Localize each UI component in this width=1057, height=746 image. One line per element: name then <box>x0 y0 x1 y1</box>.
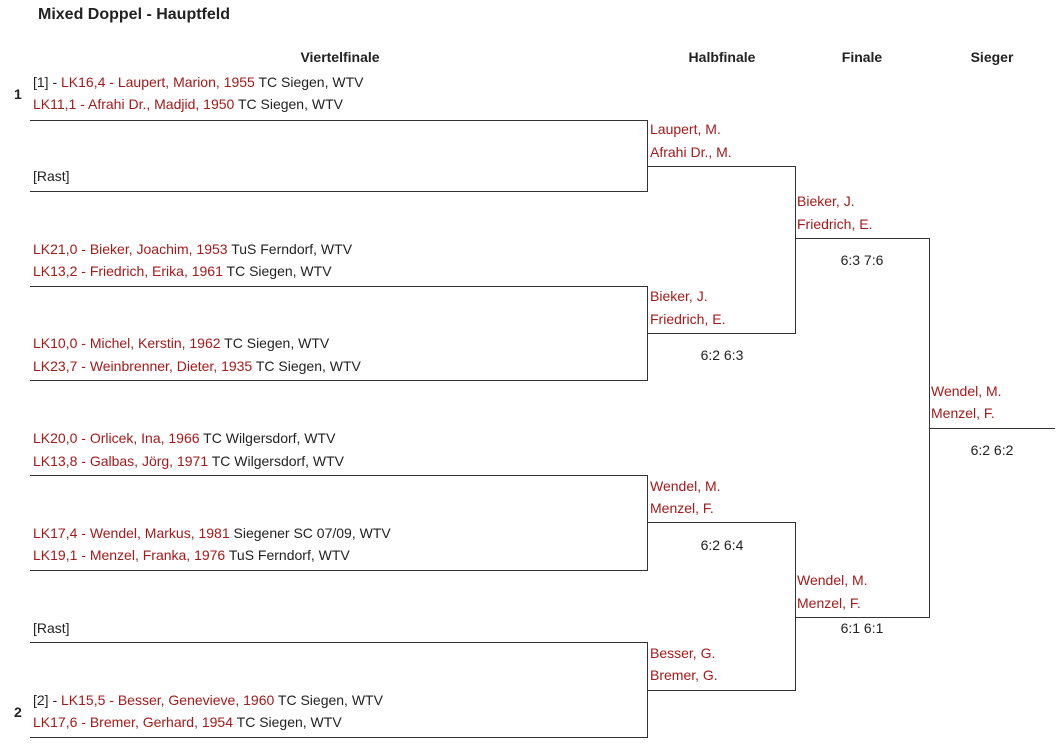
bracket-line <box>30 191 648 192</box>
bracket-line <box>30 570 648 571</box>
player-link[interactable]: Friedrich, E. <box>797 216 873 232</box>
winner-player-link[interactable]: Menzel, F. <box>931 405 995 421</box>
bracket-line <box>795 238 930 239</box>
match-score: 6:3 7:6 <box>840 252 884 268</box>
bracket-line <box>30 286 648 287</box>
player-link[interactable]: LK19,1 - Menzel, Franka, 1976 <box>33 547 226 563</box>
club-label: TC Siegen, WTV <box>234 96 343 112</box>
bracket-line <box>647 475 648 571</box>
bracket-line <box>647 166 796 167</box>
player-link[interactable]: Laupert, M. <box>650 121 721 137</box>
match-score: 6:2 6:4 <box>700 537 744 553</box>
qf-entry: LK11,1 - Afrahi Dr., Madjid, 1950 TC Sie… <box>33 96 343 112</box>
player-link[interactable]: LK16,4 - Laupert, Marion, 1955 <box>61 74 255 90</box>
club-label: TC Siegen, WTV <box>222 263 332 279</box>
qf-entry: [2] - LK15,5 - Besser, Genevieve, 1960 T… <box>33 692 383 708</box>
bracket-line <box>30 737 648 738</box>
bracket-line <box>30 120 648 121</box>
club-label: Siegener SC 07/09, WTV <box>229 525 391 541</box>
seed-number-bottom: 2 <box>14 704 22 720</box>
qf-entry: LK13,8 - Galbas, Jörg, 1971 TC Wilgersdo… <box>33 453 344 469</box>
match-score: 6:1 6:1 <box>840 620 884 636</box>
player-link[interactable]: Bieker, J. <box>797 193 855 209</box>
club-label: TuS Ferndorf, WTV <box>227 241 353 257</box>
bracket-line <box>647 333 796 334</box>
player-link[interactable]: Wendel, M. <box>650 478 721 494</box>
bracket-line <box>795 166 796 334</box>
qf-entry: LK10,0 - Michel, Kerstin, 1962 TC Siegen… <box>33 335 329 351</box>
bracket-line <box>30 380 648 381</box>
player-link[interactable]: Menzel, F. <box>650 500 714 516</box>
seed-number-top: 1 <box>14 86 22 102</box>
club-label: TC Siegen, WTV <box>220 335 330 351</box>
bracket-line <box>647 120 648 192</box>
winner-player-link[interactable]: Wendel, M. <box>931 383 1002 399</box>
qf-entry: LK19,1 - Menzel, Franka, 1976 TuS Ferndo… <box>33 547 350 563</box>
round-header-winner: Sieger <box>970 49 1014 65</box>
player-link[interactable]: LK13,8 - Galbas, Jörg, 1971 <box>33 453 209 469</box>
club-label: TuS Ferndorf, WTV <box>225 547 350 563</box>
player-link[interactable]: Bieker, J. <box>650 288 708 304</box>
qf-entry: LK20,0 - Orlicek, Ina, 1966 TC Wilgersdo… <box>33 430 335 446</box>
player-link[interactable]: Friedrich, E. <box>650 311 726 327</box>
qf-entry: LK23,7 - Weinbrenner, Dieter, 1935 TC Si… <box>33 358 361 374</box>
seed-label: [1] - <box>33 74 62 90</box>
bracket-line <box>647 690 796 691</box>
player-link[interactable]: LK11,1 - Afrahi Dr., Madjid, 1950 <box>33 96 235 112</box>
club-label: TC Siegen, WTV <box>254 74 364 90</box>
player-link[interactable]: Wendel, M. <box>797 572 868 588</box>
bracket-line <box>795 522 796 691</box>
match-score: 6:2 6:3 <box>700 347 744 363</box>
player-link[interactable]: LK15,5 - Besser, Genevieve, 1960 <box>61 692 275 708</box>
qf-entry: LK13,2 - Friedrich, Erika, 1961 TC Siege… <box>33 263 332 279</box>
bracket-line <box>30 475 648 476</box>
player-link[interactable]: LK17,6 - Bremer, Gerhard, 1954 <box>33 714 233 730</box>
bracket-line <box>929 428 1055 429</box>
round-header-semifinal: Halbfinale <box>688 49 756 65</box>
player-link[interactable]: Afrahi Dr., M. <box>650 144 732 160</box>
club-label: TC Wilgersdorf, WTV <box>208 453 344 469</box>
player-link[interactable]: Bremer, G. <box>650 667 718 683</box>
round-header-final: Finale <box>841 49 883 65</box>
player-link[interactable]: Menzel, F. <box>797 595 861 611</box>
club-label: TC Siegen, WTV <box>274 692 383 708</box>
player-link[interactable]: LK13,2 - Friedrich, Erika, 1961 <box>33 263 223 279</box>
bye-label: [Rast] <box>33 168 70 184</box>
bracket-line <box>30 642 648 643</box>
qf-entry: LK21,0 - Bieker, Joachim, 1953 TuS Fernd… <box>33 241 352 257</box>
club-label: TC Siegen, WTV <box>233 714 342 730</box>
bye-label: [Rast] <box>33 620 70 636</box>
player-link[interactable]: LK21,0 - Bieker, Joachim, 1953 <box>33 241 228 257</box>
player-link[interactable]: Besser, G. <box>650 645 716 661</box>
qf-entry: [1] - LK16,4 - Laupert, Marion, 1955 TC … <box>33 74 363 90</box>
bracket-line <box>647 522 796 523</box>
player-link[interactable]: LK10,0 - Michel, Kerstin, 1962 <box>33 335 221 351</box>
page-title: Mixed Doppel - Hauptfeld <box>38 6 230 23</box>
player-link[interactable]: LK23,7 - Weinbrenner, Dieter, 1935 <box>33 358 253 374</box>
club-label: TC Siegen, WTV <box>252 358 361 374</box>
qf-entry: LK17,6 - Bremer, Gerhard, 1954 TC Siegen… <box>33 714 342 730</box>
match-score: 6:2 6:2 <box>970 442 1014 458</box>
seed-label: [2] - <box>33 692 62 708</box>
player-link[interactable]: LK17,4 - Wendel, Markus, 1981 <box>33 525 230 541</box>
qf-entry: LK17,4 - Wendel, Markus, 1981 Siegener S… <box>33 525 391 541</box>
player-link[interactable]: LK20,0 - Orlicek, Ina, 1966 <box>33 430 200 446</box>
bracket-line <box>795 617 930 618</box>
club-label: TC Wilgersdorf, WTV <box>199 430 336 446</box>
round-header-quarterfinal: Viertelfinale <box>300 49 380 65</box>
